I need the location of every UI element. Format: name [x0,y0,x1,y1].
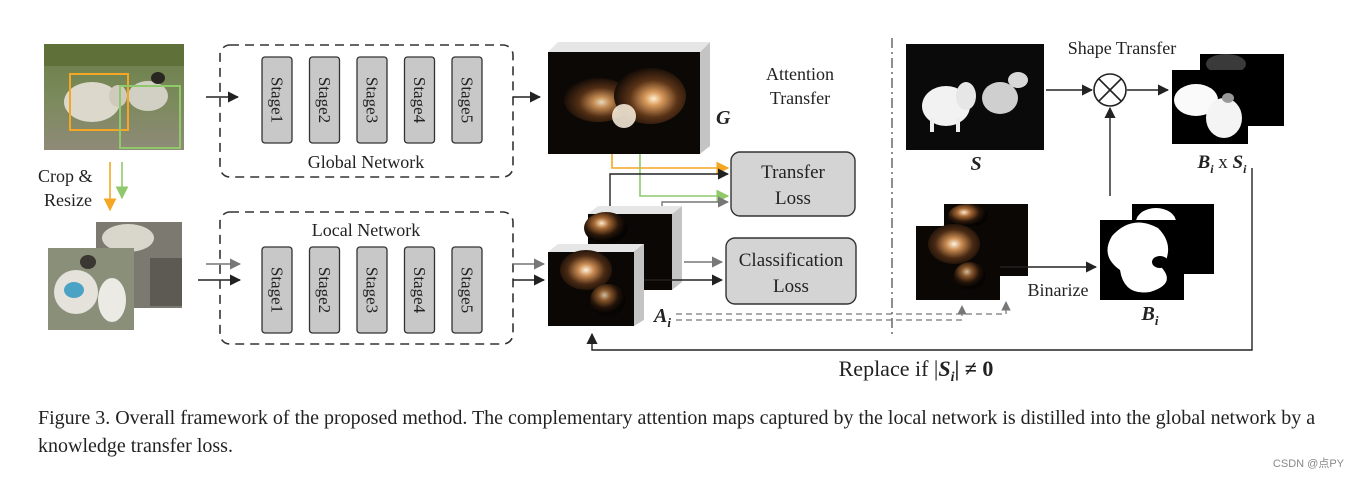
a-to-right-dashed-1 [676,305,967,321]
g-to-loss-green [639,154,730,203]
right-attention-maps [916,204,1028,300]
global-stages: Stage1 Stage2 Stage3 Stage4 Stage5 [261,56,483,144]
transfer-loss-box [730,151,856,217]
crop-resize-label-1: Crop & [38,166,93,186]
replace-label: Replace if |Si| ≠ 0 [839,356,994,385]
global-network-box [219,44,514,178]
local-stage-3-box [356,246,388,334]
g-label: G [716,107,731,129]
watermark: CSDN @点PY [1272,458,1344,470]
local-stage-4-label: Stage4 [410,267,429,314]
classification-loss-label-1: Classification [739,250,844,271]
binarize-label: Binarize [1028,280,1089,300]
local-stage-3-label: Stage3 [363,267,382,313]
global-stage-5-label: Stage5 [458,77,477,123]
global-stage-2-box [308,56,341,144]
local-network-box [219,211,514,345]
s-label: S [970,153,981,175]
local-stage-5-box [451,246,483,334]
classification-loss-label-2: Loss [773,276,809,297]
cropped-images [48,222,182,330]
g-to-loss-orange [611,154,730,175]
global-stage-1-label: Stage1 [268,77,287,123]
global-attention-map [548,42,710,154]
global-stage-5-box [451,56,483,144]
local-attention-maps [548,206,682,326]
local-stage-2-box [308,246,341,334]
a-label: Ai [652,305,671,330]
global-stage-2-label: Stage2 [315,77,334,123]
global-stage-1-box [261,56,293,144]
global-stage-4-box [403,56,436,144]
figure-caption: Figure 3. Overall framework of the propo… [38,407,1316,457]
local-stages: Stage1 Stage2 Stage3 Stage4 Stage5 [261,246,483,334]
b-label: Bi [1141,303,1159,328]
crop-resize-label-2: Resize [44,190,92,210]
local-stage-4-box [403,246,436,334]
local-stage-2-label: Stage2 [315,267,334,313]
attention-transfer-label-2: Transfer [770,88,830,108]
b-binary-maps [1100,204,1214,300]
attention-transfer-label-1: Attention [766,64,834,84]
replace-loop-arrow [586,168,1253,351]
shape-transfer-label: Shape Transfer [1068,38,1177,58]
local-stage-1-label: Stage1 [268,267,287,313]
bs-maps [1172,54,1284,144]
local-stage-1-box [261,246,293,334]
transfer-loss-label-2: Loss [775,188,811,209]
transfer-loss-label-1: Transfer [761,162,825,183]
global-stage-3-box [356,56,388,144]
multiply-operator [1093,73,1127,107]
local-stage-5-label: Stage5 [458,267,477,313]
s-map [906,44,1044,150]
bs-label: Bi x Si [1197,152,1248,176]
global-stage-4-label: Stage4 [410,77,429,124]
local-network-label: Local Network [312,220,420,240]
classification-loss-box [725,237,857,305]
global-network-label: Global Network [308,152,424,172]
global-stage-3-label: Stage3 [363,77,382,123]
a-to-right-dashed-2 [676,301,1011,315]
input-image [44,44,184,150]
